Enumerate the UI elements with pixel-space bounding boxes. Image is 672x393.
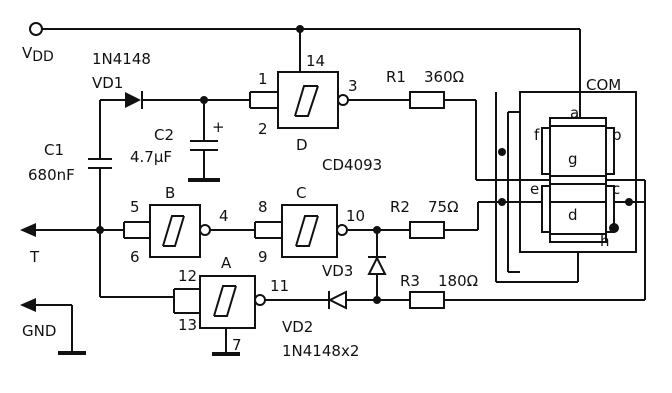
segment-e xyxy=(541,185,551,233)
segment-a xyxy=(549,117,607,127)
c1-label: C1 xyxy=(44,141,64,159)
segment-g xyxy=(549,175,607,185)
gate-b-pin4: 4 xyxy=(219,207,229,225)
gate-a-name: A xyxy=(221,254,232,272)
gate-c-pin8: 8 xyxy=(258,198,268,216)
segment-f-label: f xyxy=(534,126,540,144)
r3-label: R3 xyxy=(400,272,420,290)
gate-d-name: D xyxy=(296,136,308,154)
gnd-label: GND xyxy=(22,322,56,340)
gate-d xyxy=(249,71,410,129)
gate-c xyxy=(254,204,410,258)
gate-b-name: B xyxy=(165,184,175,202)
segment-d-label: d xyxy=(568,206,578,224)
gate-c-pin10: 10 xyxy=(346,207,365,225)
vd1-diode xyxy=(100,91,250,109)
r3-value: 180Ω xyxy=(438,272,478,290)
vd1-label: VD1 xyxy=(92,74,123,92)
gate-c-name: C xyxy=(296,184,306,202)
r2-value: 75Ω xyxy=(428,198,459,216)
r3-resistor xyxy=(409,291,645,309)
t-label: T xyxy=(29,248,40,266)
segment-f xyxy=(541,127,551,175)
t-terminal xyxy=(20,223,124,237)
gate-b-pin5: 5 xyxy=(130,198,140,216)
vd3-diode xyxy=(367,230,387,304)
segment-a-label: a xyxy=(570,104,579,122)
segment-g-label: g xyxy=(568,150,578,168)
vdd-terminal xyxy=(29,22,581,92)
segment-e-label: e xyxy=(530,180,539,198)
c1-capacitor xyxy=(88,100,112,297)
c2-plus: + xyxy=(212,118,225,136)
c1-value: 680nF xyxy=(28,166,75,184)
r1-value: 360Ω xyxy=(424,68,464,86)
vd2-diode xyxy=(327,290,410,310)
gnd-terminal xyxy=(20,298,86,355)
gate-d-pin2: 2 xyxy=(258,120,268,138)
r1-label: R1 xyxy=(386,68,406,86)
gate-a-pin12: 12 xyxy=(178,267,197,285)
segment-c xyxy=(605,185,615,233)
gate-d-pin14: 14 xyxy=(306,52,325,70)
gate-b-pin6: 6 xyxy=(130,248,140,266)
gate-b xyxy=(123,204,255,258)
segment-h-label: h xyxy=(600,232,610,250)
segment-b-label: b xyxy=(612,126,622,144)
c2-label: C2 xyxy=(154,126,174,144)
vd2-type-label: 1N4148x2 xyxy=(282,342,359,360)
r2-label: R2 xyxy=(390,198,410,216)
c2-capacitor xyxy=(188,96,220,182)
segment-b xyxy=(605,127,615,175)
gate-d-pin3: 3 xyxy=(348,77,358,95)
vd1-type-label: 1N4148 xyxy=(92,50,151,68)
c2-value: 4.7μF xyxy=(130,148,172,166)
vdd-label: VDD xyxy=(22,44,54,65)
segment-c-label: c xyxy=(612,180,620,198)
gate-d-pin1: 1 xyxy=(258,70,268,88)
seven-segment-display xyxy=(495,91,646,300)
segment-h-dot xyxy=(609,223,619,233)
ic-label: CD4093 xyxy=(322,156,382,174)
gate-c-pin9: 9 xyxy=(258,248,268,266)
gate-a-pin11: 11 xyxy=(270,277,289,295)
vd2-label: VD2 xyxy=(282,318,313,336)
gate-a-pin13: 13 xyxy=(178,316,197,334)
segment-d xyxy=(549,233,607,243)
gate-a xyxy=(100,275,328,356)
vd3-label: VD3 xyxy=(322,262,353,280)
gate-a-pin7: 7 xyxy=(232,336,242,354)
com-label: COM xyxy=(586,76,621,94)
